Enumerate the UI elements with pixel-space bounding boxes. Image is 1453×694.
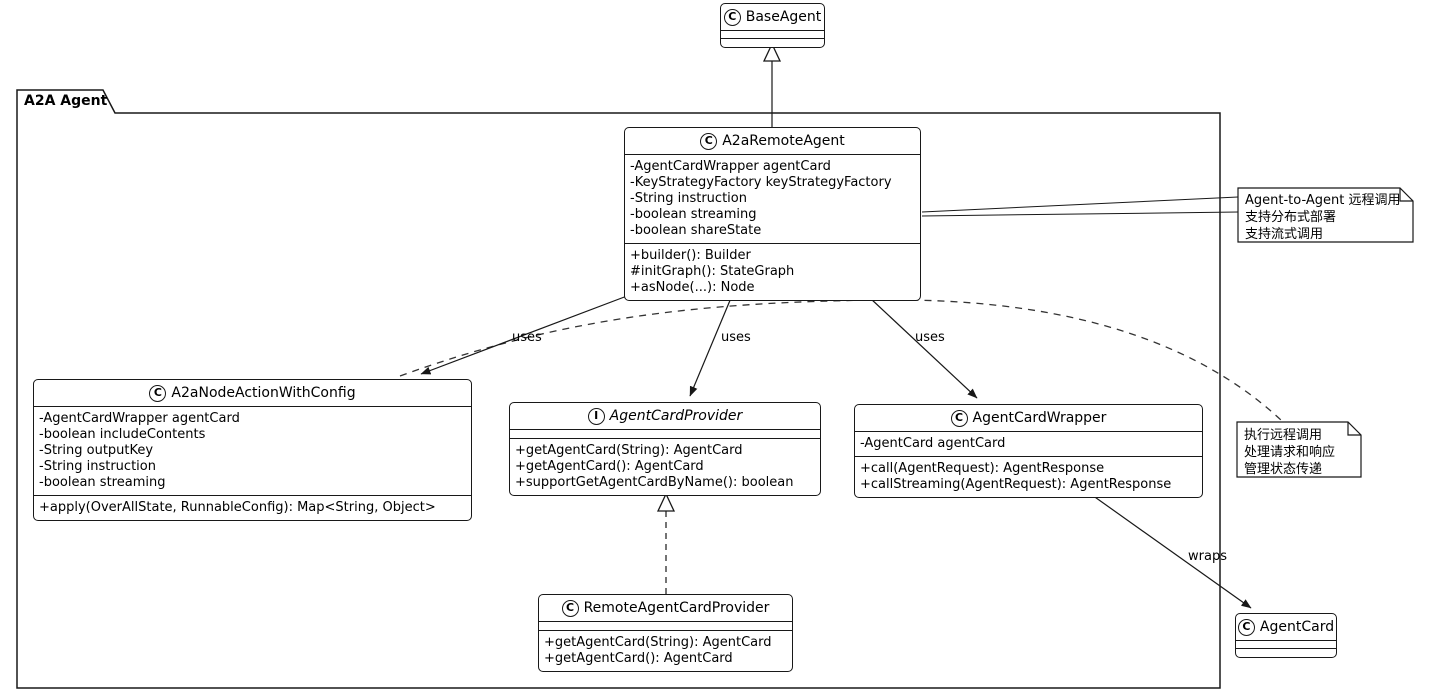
method: +supportGetAgentCardByName(): boolean (515, 475, 794, 490)
field: -boolean shareState (630, 223, 762, 238)
interface-icon: I (587, 407, 605, 425)
class-icon: C (950, 409, 968, 427)
class-icon: C (149, 384, 167, 402)
method: +callStreaming(AgentRequest): AgentRespo… (860, 477, 1172, 492)
wraps-arrow-agentcard (1091, 494, 1252, 609)
fields-section-empty (510, 430, 820, 439)
class-agentcardwrapper: C AgentCardWrapper -AgentCard agentCard … (854, 404, 1203, 498)
field: -String instruction (630, 191, 747, 206)
field: -String instruction (39, 459, 156, 474)
interface-agentcardprovider-title: I AgentCardProvider (510, 403, 820, 430)
edge-label-uses-nodeaction: uses (512, 330, 542, 345)
class-icon: C (561, 599, 579, 617)
fields-section-empty (1236, 641, 1336, 649)
edge-label-wraps: wraps (1188, 549, 1227, 564)
class-agentcardwrapper-title: C AgentCardWrapper (855, 405, 1202, 432)
methods-section-empty (1236, 649, 1336, 657)
class-a2aremoteagent-title: C A2aRemoteAgent (625, 128, 920, 155)
field: -boolean includeContents (39, 427, 206, 442)
realization-triangle-provider (656, 492, 676, 512)
note-line: 支持分布式部署 (1245, 210, 1337, 225)
class-name: AgentCardWrapper (972, 410, 1107, 426)
class-icon: C (700, 132, 718, 150)
class-baseagent: C BaseAgent (720, 3, 825, 48)
note-a2a-remote-fold (1399, 188, 1413, 202)
field: -String outputKey (39, 443, 154, 458)
note-a2a-remote: Agent-to-Agent 远程调用 支持分布式部署 支持流式调用 (1245, 192, 1400, 243)
class-name: A2aNodeActionWithConfig (171, 385, 356, 401)
class-remoteagentcardprovider-title: C RemoteAgentCardProvider (539, 595, 792, 622)
field: -AgentCardWrapper agentCard (630, 159, 831, 174)
edge-label-uses-provider: uses (721, 330, 751, 345)
note-nodeaction: 执行远程调用 处理请求和响应 管理状态传递 (1244, 427, 1335, 478)
method: +asNode(...): Node (630, 280, 755, 295)
note-line: 支持流式调用 (1245, 227, 1324, 242)
interface-agentcardprovider: I AgentCardProvider +getAgentCard(String… (509, 402, 821, 496)
interface-name: AgentCardProvider (609, 408, 743, 424)
note-line: 执行远程调用 (1244, 428, 1323, 443)
note-line: 管理状态传递 (1244, 462, 1323, 477)
class-name: A2aRemoteAgent (722, 133, 845, 149)
uses-arrow-wrapper (869, 297, 978, 399)
class-remoteagentcardprovider: C RemoteAgentCardProvider +getAgentCard(… (538, 594, 793, 672)
methods-section: +getAgentCard(String): AgentCard +getAge… (539, 631, 792, 671)
class-name: BaseAgent (745, 9, 822, 25)
class-baseagent-title: C BaseAgent (721, 4, 824, 31)
note-line: 处理请求和响应 (1244, 445, 1336, 460)
note1-link-lower (921, 211, 1239, 217)
methods-section: +apply(OverAllState, RunnableConfig): Ma… (34, 496, 471, 520)
fields-section-empty (721, 31, 824, 39)
methods-section: +builder(): Builder #initGraph(): StateG… (625, 244, 920, 300)
class-agentcard-title: C AgentCard (1236, 614, 1336, 641)
edge-label-uses-wrapper: uses (915, 330, 945, 345)
field: -boolean streaming (630, 207, 757, 222)
note-nodeaction-fold (1347, 422, 1361, 436)
field: -KeyStrategyFactory keyStrategyFactory (630, 175, 892, 190)
class-icon: C (723, 8, 741, 26)
class-name: RemoteAgentCardProvider (583, 600, 770, 616)
note1-link-upper (921, 196, 1239, 213)
method: +builder(): Builder (630, 248, 751, 263)
fields-section: -AgentCardWrapper agentCard -KeyStrategy… (625, 155, 920, 244)
method: +getAgentCard(String): AgentCard (515, 443, 743, 458)
method: +getAgentCard(): AgentCard (515, 459, 704, 474)
fields-section: -AgentCardWrapper agentCard -boolean inc… (34, 407, 471, 496)
methods-section-empty (721, 39, 824, 47)
field: -AgentCard agentCard (860, 436, 1006, 451)
fields-section: -AgentCard agentCard (855, 432, 1202, 457)
class-icon: C (1237, 618, 1255, 636)
method: +getAgentCard(String): AgentCard (544, 635, 772, 650)
package-title: A2A Agent (24, 93, 108, 109)
class-name: AgentCard (1259, 619, 1335, 635)
methods-section: +call(AgentRequest): AgentResponse +call… (855, 457, 1202, 497)
method: +apply(OverAllState, RunnableConfig): Ma… (39, 500, 436, 515)
class-a2aremoteagent: C A2aRemoteAgent -AgentCardWrapper agent… (624, 127, 921, 301)
field: -boolean streaming (39, 475, 166, 490)
method: #initGraph(): StateGraph (630, 264, 795, 279)
methods-section: +getAgentCard(String): AgentCard +getAge… (510, 439, 820, 495)
method: +call(AgentRequest): AgentResponse (860, 461, 1105, 476)
uses-arrow-provider (689, 297, 732, 397)
field: -AgentCardWrapper agentCard (39, 411, 240, 426)
fields-section-empty (539, 622, 792, 631)
class-a2anodeactionwithconfig-title: C A2aNodeActionWithConfig (34, 380, 471, 407)
note-line: Agent-to-Agent 远程调用 (1245, 193, 1401, 208)
method: +getAgentCard(): AgentCard (544, 651, 733, 666)
class-agentcard: C AgentCard (1235, 613, 1337, 658)
class-a2anodeactionwithconfig: C A2aNodeActionWithConfig -AgentCardWrap… (33, 379, 472, 521)
